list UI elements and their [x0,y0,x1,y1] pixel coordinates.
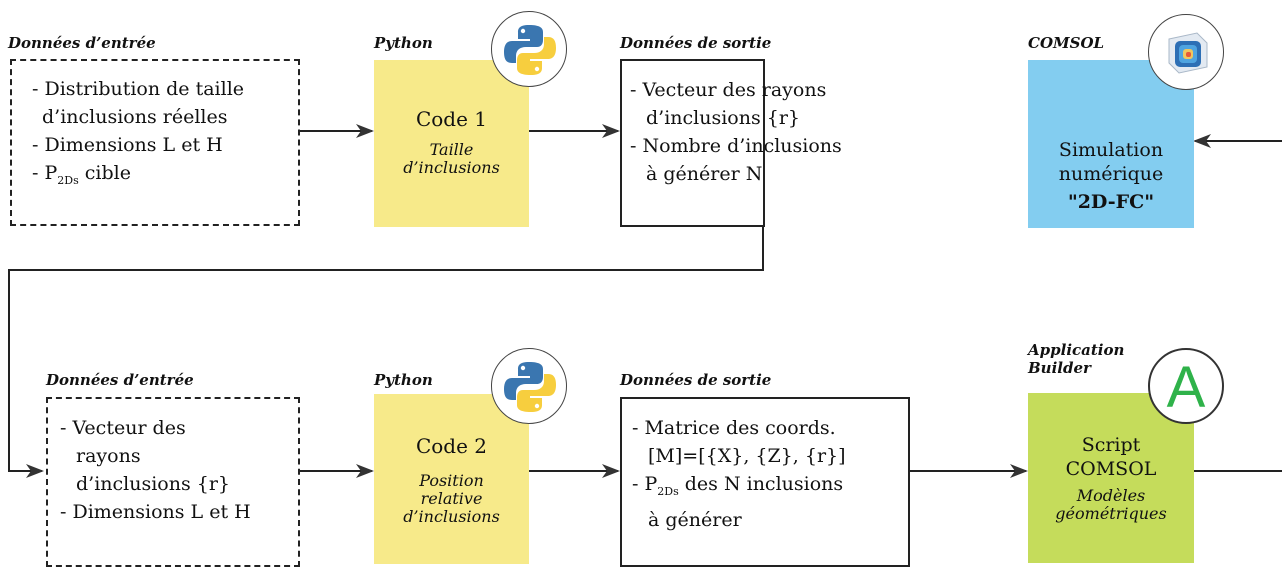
connector-output1-to-input2 [8,227,764,478]
input1-item-p2ds: - P2Ds cible [32,162,131,187]
input2-item: - Dimensions L et H [60,501,251,523]
output1-label: Données de sortie [620,34,772,52]
comsol-icon [1148,14,1224,90]
python1-icon [491,11,567,87]
simulation-box: Simulation numérique "2D-FC" [1028,60,1194,228]
output1-item: à générer N [646,163,763,185]
output1-item: - Nombre d’inclusions [630,135,842,157]
input1-label: Données d’entrée [8,34,156,52]
python2-label: Python [374,371,433,389]
app-builder-icon: A [1148,348,1224,424]
input1-item: d’inclusions réelles [42,106,228,128]
output1-item: d’inclusions {r} [646,107,801,129]
code1-title: Code 1 [415,107,488,131]
output1-box [620,59,765,227]
output2-box: - Matrice des coords. [M]=[{X}, {Z}, {r}… [620,397,910,567]
output1-item: - Vecteur des rayons [630,79,827,101]
output2-item: - Matrice des coords. [632,417,836,439]
input2-item: d’inclusions {r} [76,473,231,495]
python2-icon [491,348,567,424]
simulation-model-name: "2D-FC" [1067,191,1155,213]
output2-label: Données de sortie [620,371,772,389]
input2-item: - Vecteur des [60,417,186,439]
input1-item: - Distribution de taille [32,78,245,100]
output2-item: à générer [648,508,742,531]
app-builder-letter: A [1166,355,1206,420]
comsol-label: COMSOL [1028,34,1105,52]
input1-item: - Dimensions L et H [32,134,223,156]
input2-label: Données d’entrée [46,371,194,389]
output1-content: - Vecteur des rayons d’inclusions {r} - N… [620,59,842,227]
input2-box: - Vecteur des rayons d’inclusions {r} - … [46,397,300,567]
input1-box: - Distribution de taille d’inclusions ré… [10,59,300,226]
python1-label: Python [374,34,433,52]
code2-title: Code 2 [415,434,488,458]
output2-item: [M]=[{X}, {Z}, {r}] [648,445,846,467]
input2-item: rayons [76,445,141,467]
output2-item-p2ds: - P2Ds des N inclusions [632,473,844,498]
